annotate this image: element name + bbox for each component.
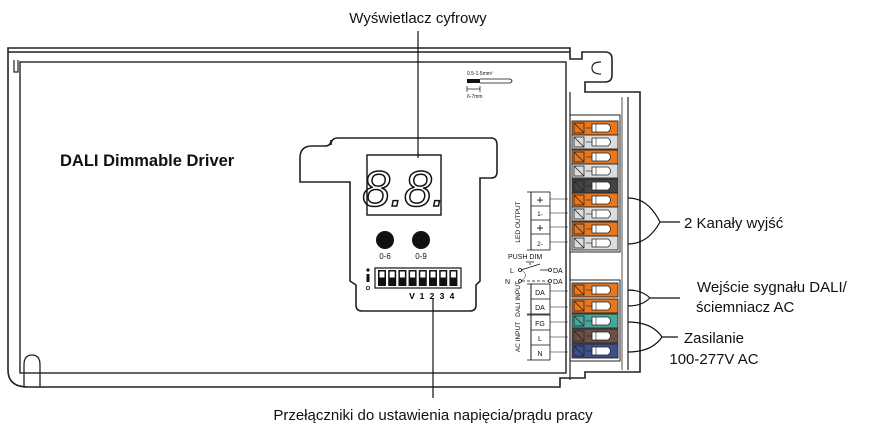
dip-key-3[interactable] — [398, 270, 407, 286]
terminal-slot-6[interactable] — [571, 192, 619, 208]
dip-label-3: 3 — [440, 291, 445, 301]
dip-label-v: V — [409, 291, 415, 301]
dip-key-8[interactable] — [449, 270, 458, 286]
ac-pin-n: N — [537, 351, 542, 358]
terminal-slot-14[interactable] — [571, 343, 619, 359]
dip-switch[interactable]: V 1 2 3 4 — [365, 267, 462, 301]
callout-switches: Przełączniki do ustawienia napięcia/prąd… — [273, 407, 593, 424]
terminal-block — [569, 114, 621, 362]
terminal-slot-2[interactable] — [571, 134, 619, 150]
led-pin-minus-1: 1- — [537, 211, 543, 218]
terminal-slot-5[interactable] — [571, 178, 619, 194]
device-title: DALI Dimmable Driver — [60, 152, 235, 170]
output-terminal-frame — [569, 114, 621, 253]
led-display-digits: 8.8. — [362, 161, 445, 217]
dip-switch-body — [374, 267, 462, 289]
terminal-slot-11[interactable] — [571, 298, 619, 314]
housing-inner-frame — [19, 61, 567, 374]
mounting-slot-bottom-left — [23, 354, 41, 387]
wire-spec-icon: 0.5-1.5mm² 6-7mm — [466, 71, 513, 100]
dali-input-group-label: DALI INPUT — [515, 281, 522, 317]
dip-key-2[interactable] — [388, 270, 397, 286]
terminal-slot-3[interactable] — [571, 149, 619, 165]
display-panel: 8.8. 0-6 0-9 V 1 2 3 4 — [299, 137, 498, 312]
dali-bracket-line — [627, 289, 680, 307]
driver-housing — [7, 47, 641, 388]
dip-switch-keys — [378, 270, 458, 286]
display-panel-outline — [299, 137, 498, 312]
led-display-window — [366, 154, 442, 216]
led-pin-minus-2: 2- — [537, 241, 543, 248]
dip-key-5[interactable] — [418, 270, 427, 286]
knob-0-6[interactable] — [376, 231, 394, 249]
terminal-slot-10[interactable] — [571, 282, 619, 298]
callout-dali-line1: Wejście sygnału DALI/ — [697, 279, 848, 296]
dip-key-1[interactable] — [378, 270, 386, 286]
dip-label-4: 4 — [450, 291, 455, 301]
terminal-slot-9[interactable] — [571, 235, 619, 251]
push-dim-n-label: N — [505, 279, 510, 286]
callout-leaders — [417, 31, 680, 398]
ac-input-group-label: AC INPUT — [515, 322, 522, 352]
dip-key-6[interactable] — [429, 270, 437, 286]
knob-0-9[interactable] — [412, 231, 430, 249]
dali-pin-da1: DA — [535, 290, 545, 297]
mounting-slot-top-right — [591, 61, 602, 75]
push-dim-l-label: L — [510, 268, 514, 275]
housing-outline — [7, 47, 641, 388]
callout-display: Wyświetlacz cyfrowy — [349, 10, 487, 27]
wire-spec-strip: 6-7mm — [467, 94, 483, 100]
mounting-slot-top-left — [13, 60, 19, 73]
led-pin-plus-2: + — [536, 221, 543, 235]
push-dim-label: PUSH DIM — [508, 254, 542, 261]
led-output-group-label: LED OUTPUT — [515, 201, 522, 242]
knob-0-6-label: 0-6 — [379, 252, 391, 261]
dip-key-7[interactable] — [439, 270, 448, 286]
terminal-slot-1[interactable] — [571, 120, 619, 136]
terminal-slot-13[interactable] — [571, 328, 619, 344]
led-pin-plus-1: + — [536, 193, 543, 207]
power-bracket-line — [627, 321, 678, 353]
ac-pin-l: L — [538, 336, 542, 343]
callout-power-line2: 100-277V AC — [669, 351, 758, 368]
push-dim-da1-label: DA — [553, 268, 563, 275]
terminal-slot-8[interactable] — [571, 221, 619, 237]
input-terminal-frame — [569, 279, 621, 362]
terminal-labels: LED OUTPUT + 1- + 2- PUSH DIM L N DA DA … — [505, 191, 568, 361]
callout-power-line1: Zasilanie — [684, 330, 744, 347]
terminal-slot-12[interactable] — [571, 313, 619, 329]
dip-label-1: 1 — [420, 291, 425, 301]
callout-dali-line2: ściemniacz AC — [696, 299, 795, 316]
dali-pin-da2: DA — [535, 305, 545, 312]
ac-input-bracket — [527, 314, 532, 361]
dip-label-2: 2 — [430, 291, 435, 301]
outputs-bracket-line — [627, 197, 680, 245]
dip-on-indicator-icon — [365, 268, 370, 290]
wire-spec-gauge: 0.5-1.5mm² — [467, 71, 493, 77]
push-dim-schematic — [518, 261, 552, 283]
push-dim-da2-label: DA — [553, 279, 563, 286]
terminal-slot-7[interactable] — [571, 206, 619, 222]
callout-outputs: 2 Kanały wyjść — [684, 215, 784, 232]
dali-input-bracket — [527, 283, 532, 315]
knob-0-9-label: 0-9 — [415, 252, 427, 261]
ac-pin-fg: FG — [535, 321, 545, 328]
terminal-slot-4[interactable] — [571, 163, 619, 179]
led-output-bracket — [527, 191, 532, 251]
dip-key-4[interactable] — [408, 270, 417, 286]
